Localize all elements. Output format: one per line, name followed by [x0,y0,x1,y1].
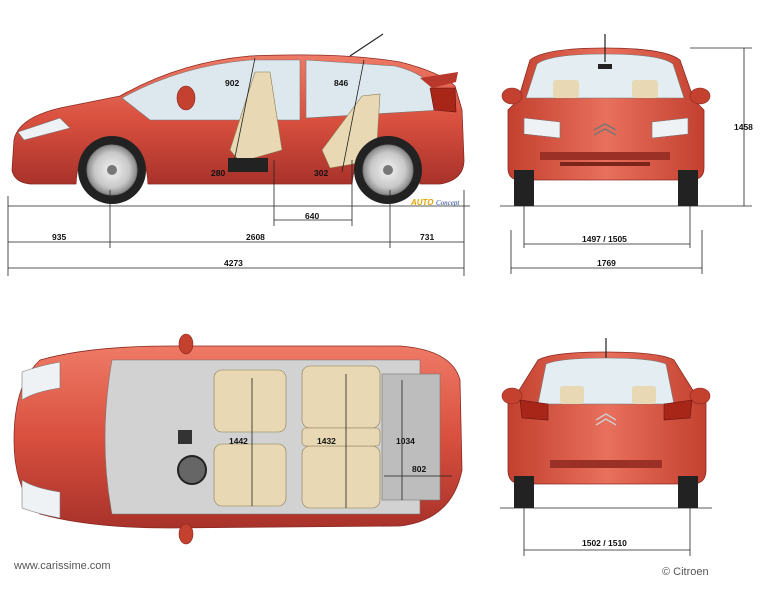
steering-wheel [177,455,207,485]
dim-902: 902 [225,78,239,88]
top-cargo-floor [381,373,441,501]
top-seats [213,365,381,509]
dim-302: 302 [314,168,328,178]
dim-640: 640 [305,211,319,221]
dim-4273: 4273 [224,258,243,268]
dim-1769: 1769 [597,258,616,268]
rear-view: 1502 / 1510 [500,338,712,556]
dim-1432: 1432 [317,436,336,446]
dim-1458: 1458 [734,122,753,132]
side-front-seat [229,71,283,163]
dim-2608: 2608 [246,232,265,242]
concept-logo: Concept [436,199,460,207]
dim-802: 802 [412,464,426,474]
dim-1442: 1442 [229,436,248,446]
side-view: 902 846 280 302 640 935 2608 731 4273 AU… [7,33,470,276]
dim-731: 731 [420,232,434,242]
side-front-wheel [78,136,146,204]
dim-rear-track: 1502 / 1510 [582,538,627,548]
auto-logo: AUTO [410,198,434,207]
dim-1034: 1034 [396,436,415,446]
dim-935: 935 [52,232,66,242]
website-credit: www.carissime.com [14,560,111,572]
side-rear-wheel [354,136,422,204]
copyright-credit: © Citroen [662,566,709,578]
top-view: 1442 1432 1034 802 [13,333,463,545]
dim-846: 846 [334,78,348,88]
front-view: 1458 1497 / 1505 1769 [500,34,753,274]
dim-280: 280 [211,168,225,178]
dim-front-track: 1497 / 1505 [582,234,627,244]
